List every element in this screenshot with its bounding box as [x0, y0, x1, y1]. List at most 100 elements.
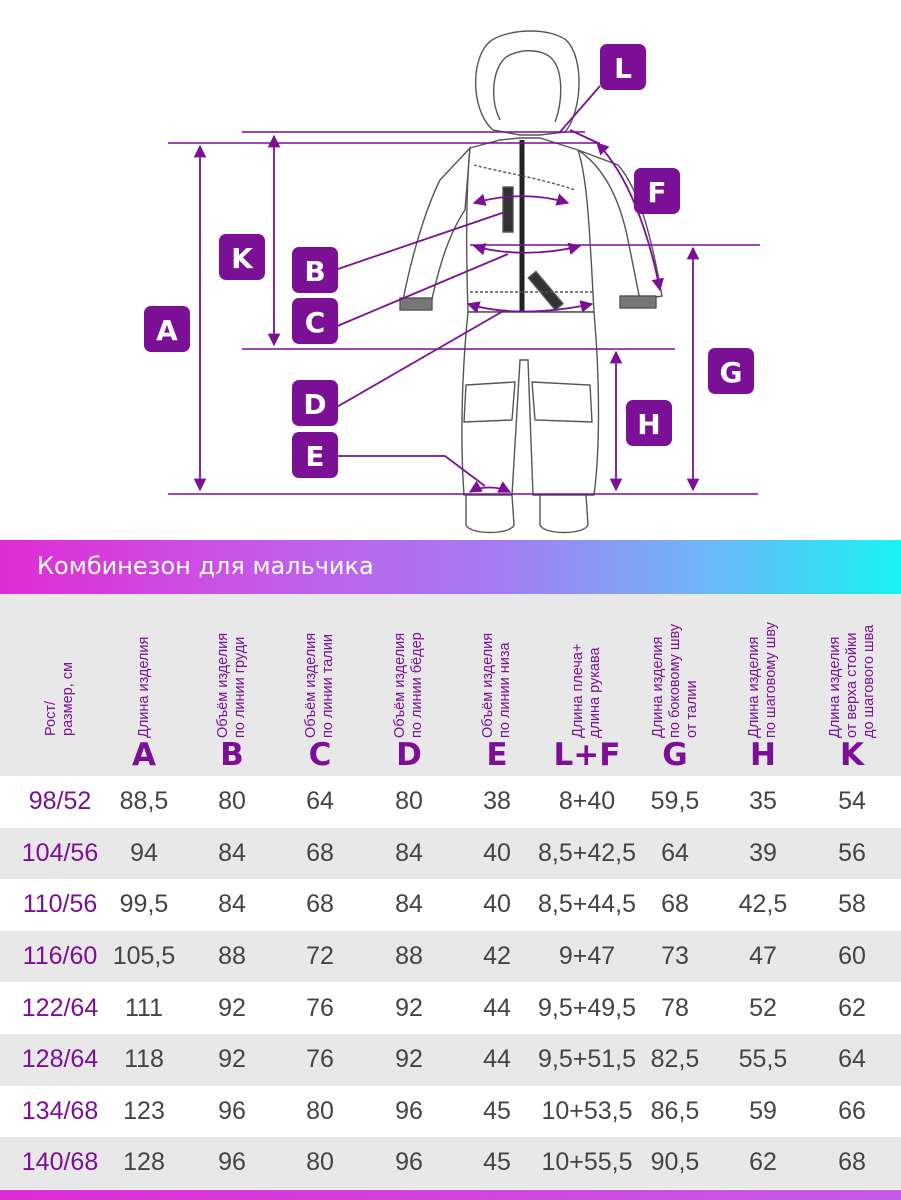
dimension-c-arc — [472, 242, 582, 256]
value-cell: 68 — [306, 838, 334, 867]
value-cell: 92 — [395, 993, 423, 1022]
badge-e: E — [292, 432, 338, 478]
value-cell: 54 — [838, 787, 866, 816]
value-cell: 9,5+49,5 — [538, 993, 637, 1022]
value-cell: 60 — [838, 942, 866, 971]
size-cell: 104/56 — [21, 838, 99, 867]
dimension-e-arc — [468, 480, 512, 493]
value-cell: 96 — [395, 1148, 423, 1177]
column-header-line: Длина плеча+ — [570, 643, 586, 738]
column-header-line: Объём изделия — [392, 632, 408, 738]
value-cell: 62 — [838, 993, 866, 1022]
value-cell: 68 — [306, 890, 334, 919]
dimension-d-arc — [466, 300, 594, 314]
value-cell: 40 — [483, 838, 511, 867]
badge-h: H — [626, 400, 672, 446]
value-cell: 8+40 — [558, 787, 616, 816]
svg-text:C: C — [305, 306, 326, 339]
badge-k: K — [219, 234, 265, 280]
value-cell: 10+53,5 — [541, 1096, 633, 1125]
column-letter: C — [308, 737, 332, 773]
value-cell: 80 — [395, 787, 423, 816]
column-letter: H — [750, 737, 776, 773]
column-header-line: Объём изделия — [480, 632, 496, 738]
column-header-line: по линии бёдер — [409, 632, 425, 738]
column-letter: B — [220, 737, 244, 773]
size-cell: 134/68 — [21, 1096, 99, 1125]
svg-text:A: A — [156, 314, 178, 347]
column-header: Рост/размер, см — [5, 594, 115, 776]
value-cell: 44 — [483, 1045, 511, 1074]
value-cell: 42,5 — [738, 890, 788, 919]
size-cell: 140/68 — [21, 1148, 99, 1177]
value-cell: 55,5 — [738, 1045, 788, 1074]
value-cell: 35 — [749, 787, 777, 816]
value-cell: 92 — [218, 993, 246, 1022]
column-letter: K — [839, 737, 865, 773]
value-cell: 45 — [483, 1148, 511, 1177]
dimension-b-arc — [472, 193, 570, 206]
value-cell: 62 — [749, 1148, 777, 1177]
value-cell: 68 — [838, 1148, 866, 1177]
size-cell: 128/64 — [21, 1045, 99, 1074]
jumpsuit-drawing — [399, 30, 663, 534]
value-cell: 96 — [218, 1096, 246, 1125]
column-header-line: по шаговому шву — [763, 622, 779, 738]
value-cell: 78 — [661, 993, 689, 1022]
badge-c: C — [292, 298, 338, 344]
value-cell: 64 — [661, 838, 689, 867]
value-cell: 58 — [838, 890, 866, 919]
value-cell: 105,5 — [112, 942, 176, 971]
badge-b: B — [292, 247, 338, 293]
size-cell: 98/52 — [28, 787, 92, 816]
column-header-line: Длина изделия — [649, 636, 666, 738]
value-cell: 40 — [483, 890, 511, 919]
value-cell: 72 — [306, 942, 334, 971]
value-cell: 80 — [306, 1148, 334, 1177]
column-header-line: от талии — [683, 680, 700, 738]
column-header-line: Объём изделия — [215, 632, 231, 738]
value-cell: 123 — [123, 1096, 165, 1125]
size-cell: 122/64 — [21, 993, 99, 1022]
column-header-line: от верха стойки — [843, 632, 860, 738]
badge-f: F — [634, 168, 680, 214]
badge-g: G — [708, 348, 754, 394]
value-cell: 80 — [306, 1096, 334, 1125]
value-cell: 47 — [749, 942, 777, 971]
page-title: Комбинезон для мальчика — [37, 552, 374, 580]
column-letter: D — [396, 737, 422, 773]
column-letter: E — [486, 737, 508, 773]
value-cell: 38 — [483, 787, 511, 816]
value-cell: 64 — [306, 787, 334, 816]
column-header-line: Длина изделия — [135, 636, 152, 738]
value-cell: 68 — [661, 890, 689, 919]
value-cell: 76 — [306, 993, 334, 1022]
value-cell: 96 — [218, 1148, 246, 1177]
column-header-line: по боковому шву — [666, 623, 683, 738]
value-cell: 9+47 — [558, 942, 616, 971]
value-cell: 84 — [395, 838, 423, 867]
size-cell: 110/56 — [22, 890, 98, 919]
badge-a: A — [144, 306, 190, 352]
value-cell: 39 — [749, 838, 777, 867]
measurement-diagram: A B C D E F G H K L — [144, 30, 760, 534]
value-cell: 42 — [483, 942, 511, 971]
value-cell: 66 — [838, 1096, 866, 1125]
value-cell: 99,5 — [119, 890, 169, 919]
value-cell: 56 — [838, 838, 866, 867]
